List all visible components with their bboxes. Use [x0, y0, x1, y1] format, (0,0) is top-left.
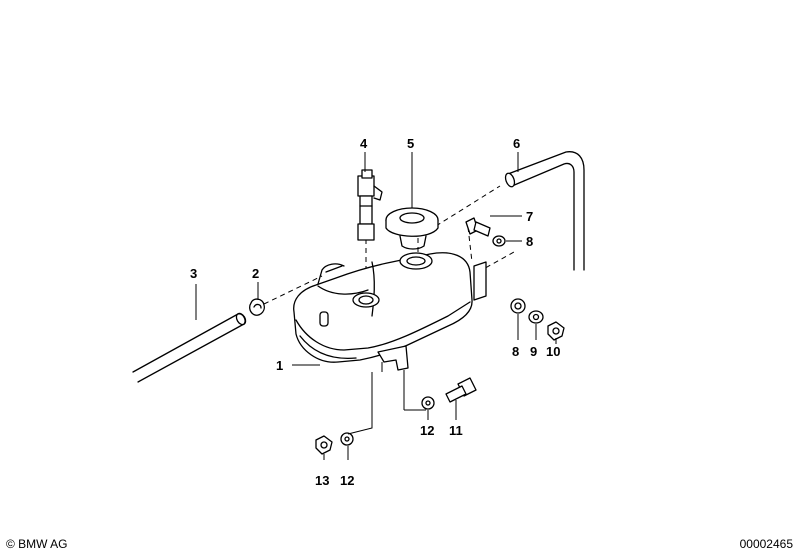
- hose-long: [132, 312, 247, 383]
- bolt-long: [445, 377, 477, 403]
- diagram-code: 00002465: [739, 537, 793, 551]
- nut-right: [547, 321, 565, 341]
- label-part-7: 7: [526, 209, 533, 224]
- label-part-10: 10: [546, 344, 560, 359]
- label-part-2: 2: [252, 266, 259, 281]
- level-sensor: [357, 169, 383, 241]
- label-part-8-upper: 8: [526, 234, 533, 249]
- elbow-hose: [504, 151, 585, 271]
- nut-left: [315, 435, 333, 455]
- label-part-1: 1: [276, 358, 283, 373]
- copyright-notice: © BMW AG: [6, 537, 68, 551]
- label-part-3: 3: [190, 266, 197, 281]
- label-part-12-right: 12: [420, 423, 434, 438]
- rubber-bush: [510, 298, 526, 314]
- expansion-tank: [293, 252, 487, 410]
- label-part-13: 13: [315, 473, 329, 488]
- label-part-9: 9: [530, 344, 537, 359]
- radiator-cap: [385, 207, 439, 250]
- label-part-11: 11: [449, 423, 463, 438]
- washer-left: [340, 432, 354, 446]
- label-part-4: 4: [360, 136, 368, 151]
- leader-lines: [195, 152, 557, 460]
- label-part-6: 6: [513, 136, 520, 151]
- washer-right: [421, 396, 435, 410]
- washer-mid: [528, 310, 544, 324]
- hose-clamp: [249, 298, 265, 316]
- label-part-5: 5: [407, 136, 414, 151]
- bolt-small: [465, 217, 491, 237]
- washer-upper: [492, 235, 506, 247]
- label-part-12-left: 12: [340, 473, 354, 488]
- label-part-8-lower: 8: [512, 344, 519, 359]
